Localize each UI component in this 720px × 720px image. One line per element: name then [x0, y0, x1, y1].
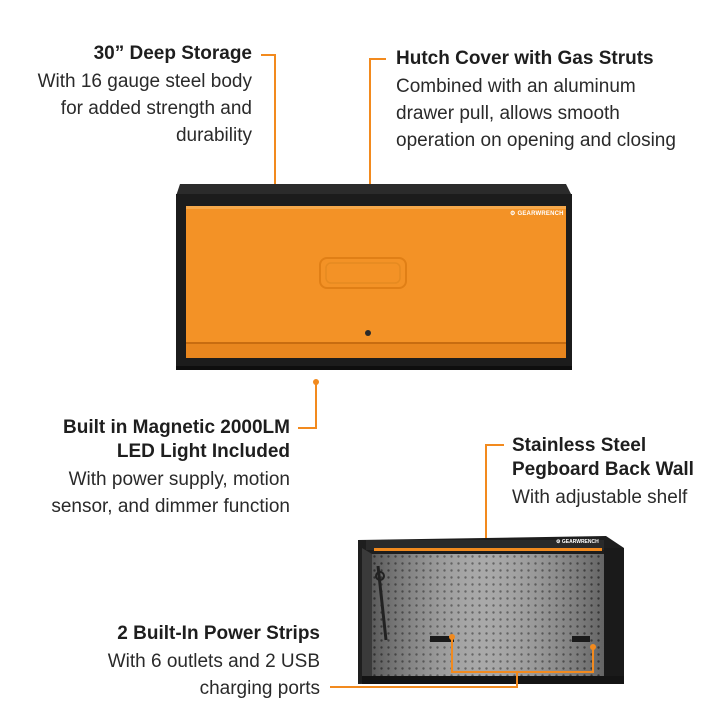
logo-icon: ⚙: [556, 539, 561, 545]
leader-line: [315, 382, 317, 428]
leader-line: [516, 672, 518, 687]
callout-power-strips: 2 Built-In Power Strips With 6 outlets a…: [40, 622, 320, 702]
leader-line: [370, 58, 386, 60]
callout-body-line: operation on opening and closing: [396, 130, 676, 151]
leader-line: [330, 686, 518, 688]
callout-body-line: With power supply, motion: [68, 469, 290, 490]
callout-body-line: With adjustable shelf: [512, 487, 688, 508]
logo-text: GEARWRENCH: [517, 211, 564, 217]
callout-body: With 6 outlets and 2 USB charging ports: [40, 648, 320, 702]
callout-title: 2 Built-In Power Strips: [117, 623, 320, 644]
callout-title: Built in Magnetic 2000LM LED Light Inclu…: [20, 416, 290, 464]
leader-line: [592, 647, 594, 672]
logo-icon: ⚙: [510, 211, 516, 217]
leader-line: [369, 58, 371, 256]
leader-line: [485, 444, 487, 602]
callout-body-line: charging ports: [199, 678, 320, 699]
callout-body: With adjustable shelf: [512, 484, 717, 511]
callout-title-line: LED Light Included: [116, 441, 290, 462]
brand-logo: ⚙ GEARWRENCH: [510, 210, 564, 217]
callout-body-line: With 6 outlets and 2 USB: [107, 651, 320, 672]
callout-title-line: Pegboard Back Wall: [512, 459, 694, 480]
callout-hutch-cover: Hutch Cover with Gas Struts Combined wit…: [396, 47, 716, 154]
leader-line: [298, 427, 317, 429]
callout-body-line: sensor, and dimmer function: [51, 496, 290, 517]
leader-line: [451, 671, 594, 673]
callout-body-line: drawer pull, allows smooth: [396, 103, 620, 124]
callout-pegboard: Stainless Steel Pegboard Back Wall With …: [512, 434, 717, 511]
logo-text: GEARWRENCH: [561, 539, 599, 545]
callout-title-line: Built in Magnetic 2000LM: [63, 417, 290, 438]
callout-led-light: Built in Magnetic 2000LM LED Light Inclu…: [20, 416, 290, 520]
callout-body-line: With 16 gauge steel body: [37, 71, 252, 92]
brand-logo: ⚙ GEARWRENCH: [556, 539, 599, 545]
leader-line: [451, 637, 453, 672]
callout-title: 30” Deep Storage: [93, 43, 252, 64]
leader-line: [261, 54, 275, 56]
callout-body: With power supply, motion sensor, and di…: [20, 466, 290, 520]
callout-title: Hutch Cover with Gas Struts: [396, 48, 654, 69]
callout-body-line: Combined with an aluminum: [396, 76, 636, 97]
leader-line: [486, 444, 504, 446]
callout-body-line: for added strength and: [60, 98, 252, 119]
callout-body: With 16 gauge steel body for added stren…: [20, 68, 252, 149]
callout-title-line: Stainless Steel: [512, 435, 647, 456]
callout-body-line: durability: [175, 125, 252, 146]
leader-line: [274, 54, 276, 186]
callout-body: Combined with an aluminum drawer pull, a…: [396, 73, 716, 154]
callout-title: Stainless Steel Pegboard Back Wall: [512, 434, 717, 482]
callout-deep-storage: 30” Deep Storage With 16 gauge steel bod…: [20, 42, 252, 149]
